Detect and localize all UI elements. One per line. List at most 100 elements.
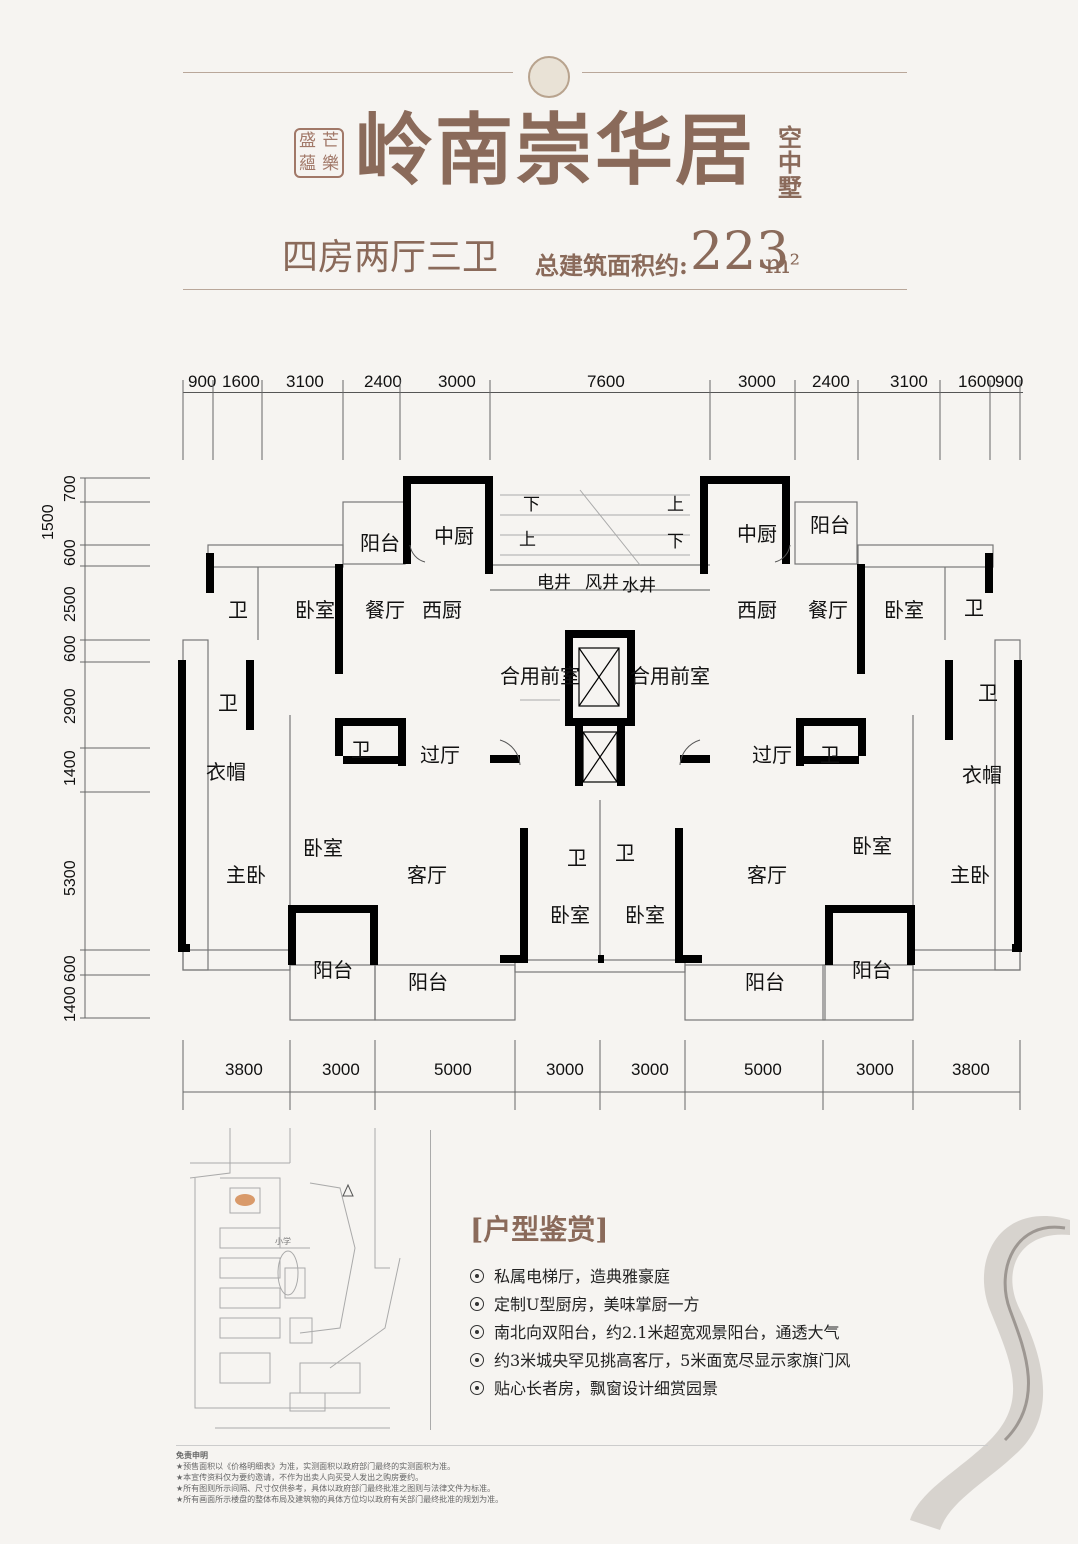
- room-balcony-ne: 阳台: [810, 513, 850, 537]
- room-bedroom-ne: 卧室: [884, 598, 924, 622]
- highlights-title: [户型鉴赏]: [470, 1213, 609, 1246]
- room-balcony-s-left: 阳台: [408, 970, 448, 994]
- elevator-cars: [578, 647, 620, 783]
- room-wind-shaft: 风井: [585, 573, 619, 593]
- stair-down-right: 下: [667, 532, 684, 552]
- room-living-right: 客厅: [747, 863, 787, 887]
- area-unit: m²: [765, 250, 801, 280]
- disclaimer-line: ★本宣传资料仅为要约邀请，不作为出卖人向买受人发出之购房要约。: [176, 1473, 424, 1482]
- room-bath-w: 卫: [218, 691, 238, 715]
- dim-top: 900: [995, 372, 1024, 391]
- layout-label: 四房两厅三卫: [282, 237, 499, 278]
- disclaimer-title: 免责申明: [176, 1451, 208, 1460]
- room-bath-ne: 卫: [964, 596, 984, 620]
- header-rule-right: [582, 72, 907, 73]
- highlight-text: 私属电梯厅，造典雅豪庭: [494, 1267, 671, 1286]
- room-bath-south-left: 卫: [567, 846, 587, 870]
- dim-bottom: 3800: [225, 1060, 263, 1079]
- dim-bottom: 3000: [322, 1060, 360, 1079]
- dim-top: 3000: [438, 372, 476, 391]
- title-vertical: 空中墅: [778, 123, 802, 203]
- room-hall-right: 过厅: [752, 743, 792, 767]
- room-bedroom-south-right: 卧室: [625, 903, 665, 927]
- room-dining-left: 餐厅: [365, 598, 405, 622]
- dim-top: 3100: [890, 372, 928, 391]
- room-west-kitchen-left: 西厨: [422, 598, 462, 622]
- stair-lines: [500, 489, 690, 701]
- room-bath-e: 卫: [978, 681, 998, 705]
- room-living-left: 客厅: [407, 863, 447, 887]
- bullet-icon: [470, 1381, 484, 1395]
- header-rule-left: [183, 72, 513, 73]
- room-bedroom-nw: 卧室: [295, 598, 335, 622]
- disclaimer-rule: [176, 1445, 988, 1446]
- dim-top: 3000: [738, 372, 776, 391]
- dim-top: 2400: [812, 372, 850, 391]
- dim-top: 2400: [364, 372, 402, 391]
- room-bath-nw: 卫: [228, 598, 248, 622]
- room-bedroom-e: 卧室: [852, 834, 892, 858]
- room-mid-kitchen-right: 中厨: [737, 522, 777, 546]
- disclaimer-line: ★预售面积以《价格明细表》为准，实测面积以政府部门最终的实测面积为准。: [176, 1462, 456, 1471]
- area-label: 总建筑面积约:: [535, 251, 688, 280]
- dim-top: 1600: [222, 372, 260, 391]
- dim-top: 900: [188, 372, 217, 391]
- disclaimer-line: ★所有图则所示间隔、尺寸仅供参考，具体以政府部门最终批准之图则与法律文件为标准。: [176, 1484, 496, 1493]
- room-bath-south-right: 卫: [615, 841, 635, 865]
- stair-up-right: 上: [667, 495, 684, 515]
- highlight-item: 贴心长者房，飘窗设计细赏园景: [470, 1375, 718, 1399]
- room-shared-lobby-left: 合用前室: [500, 664, 580, 688]
- dim-bottom: 3000: [631, 1060, 669, 1079]
- room-balcony-se: 阳台: [852, 958, 892, 982]
- header-rule-bottom: [183, 289, 907, 290]
- dim-bottom: 5000: [744, 1060, 782, 1079]
- ink-swirl-decoration: [910, 1216, 1070, 1530]
- room-hall-left: 过厅: [420, 743, 460, 767]
- room-balcony-s-right: 阳台: [745, 970, 785, 994]
- emblem-icon: [528, 56, 570, 98]
- room-master-right: 主卧: [950, 863, 990, 887]
- door-swings: [409, 544, 791, 766]
- bullet-icon: [470, 1353, 484, 1367]
- room-bedroom-w: 卧室: [303, 836, 343, 860]
- room-bedroom-south-left: 卧室: [550, 903, 590, 927]
- highlight-item: 定制U型厨房，美味掌厨一方: [470, 1291, 700, 1315]
- area-value: 223: [690, 222, 790, 282]
- stair-up-left: 上: [519, 530, 536, 550]
- room-dining-right: 餐厅: [808, 598, 848, 622]
- room-west-kitchen-right: 西厨: [737, 598, 777, 622]
- dim-bottom: 3000: [546, 1060, 584, 1079]
- dim-line-top: [183, 392, 1023, 393]
- highlight-text: 约3米城央罕见挑高客厅，5米面宽尽显示家旗门风: [494, 1351, 851, 1370]
- room-master-left: 主卧: [226, 863, 266, 887]
- bold-walls: [178, 476, 1022, 965]
- dim-top: 1600: [958, 372, 996, 391]
- room-bath-center-left: 卫: [351, 738, 371, 762]
- bullet-icon: [470, 1297, 484, 1311]
- seal-char: 蘊: [299, 154, 316, 174]
- site-map: 小学: [190, 1128, 401, 1429]
- room-mid-kitchen-left: 中厨: [434, 524, 474, 548]
- seal-char: 盛: [299, 131, 316, 151]
- seal-logo: 盛 芒 蘊 樂: [294, 128, 344, 178]
- highlight-item: 私属电梯厅，造典雅豪庭: [470, 1263, 670, 1287]
- room-elec-shaft: 电井: [537, 573, 571, 593]
- dim-bottom: 3000: [856, 1060, 894, 1079]
- dim-top: 7600: [587, 372, 625, 391]
- highlight-text: 贴心长者房，飘窗设计细赏园景: [494, 1379, 719, 1398]
- room-cloak-right: 衣帽: [962, 763, 1002, 787]
- map-divider: [430, 1130, 431, 1430]
- seal-char: 樂: [322, 154, 339, 174]
- room-balcony-sw: 阳台: [313, 958, 353, 982]
- highlight-text: 定制U型厨房，美味掌厨一方: [494, 1295, 700, 1314]
- dim-bottom: 5000: [434, 1060, 472, 1079]
- room-bath-center-right: 卫: [820, 743, 840, 767]
- room-cloak-left: 衣帽: [206, 760, 246, 784]
- page-title: 岭南崇华居: [355, 105, 756, 196]
- bullet-icon: [470, 1269, 484, 1283]
- seal-char: 芒: [322, 131, 339, 151]
- disclaimer-line: ★所有画面所示楼盘的整体布局及建筑物的具体方位均以政府有关部门最终批准的规划为准…: [176, 1495, 504, 1504]
- room-balcony-nw: 阳台: [360, 531, 400, 555]
- highlight-item: 南北向双阳台，约2.1米超宽观景阳台，通透大气: [470, 1319, 839, 1343]
